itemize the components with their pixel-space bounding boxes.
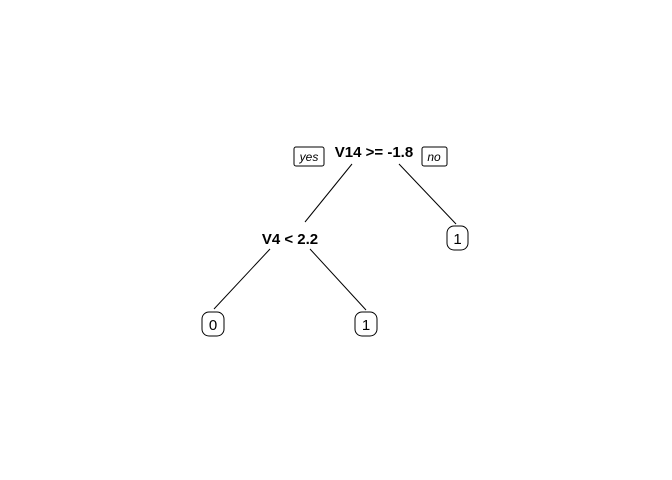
leaf-node-right	[446, 225, 469, 251]
leaf-label-left: 0	[209, 317, 217, 334]
root-split-label: V14 >= -1.8	[335, 144, 413, 161]
yes-branch-box	[293, 146, 325, 167]
leaf-node-middle	[354, 311, 378, 337]
leaf-node-left	[201, 311, 225, 337]
no-branch-label: no	[427, 150, 441, 164]
yes-branch-label: yes	[299, 150, 319, 164]
edge-v4-to-leaf-0	[213, 248, 271, 310]
edge-root-to-leaf-right	[398, 163, 457, 225]
edge-root-to-v4	[304, 163, 353, 223]
leaf-label-middle: 1	[362, 317, 370, 334]
leaf-label-right: 1	[453, 231, 461, 248]
edge-v4-to-leaf-1	[309, 248, 367, 311]
internal-split-label: V4 < 2.2	[262, 231, 318, 248]
no-branch-box	[421, 146, 448, 167]
